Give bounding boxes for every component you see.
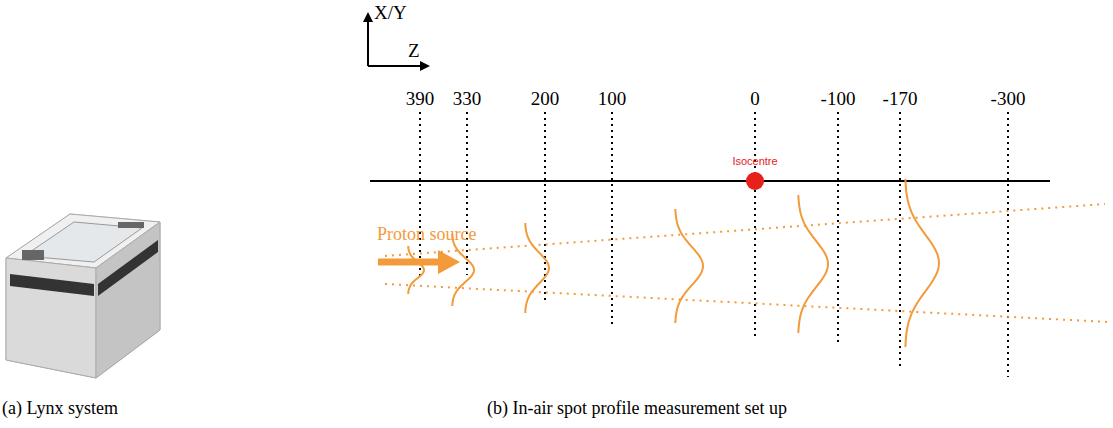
position-number: 100 [598,88,627,110]
beam-envelope [385,284,1108,322]
position-number: 390 [406,88,435,110]
position-number: 200 [531,88,560,110]
axis-label: Z [408,40,420,62]
position-number: -100 [821,88,856,110]
plane-line [899,112,901,370]
plane-line [544,112,546,300]
position-number: 330 [453,88,482,110]
plane-line [611,112,613,325]
spot-profile [525,223,549,313]
plane-line [1007,112,1009,377]
spot-profiles [408,179,939,347]
measurement-planes [420,112,1008,377]
position-number: -300 [991,88,1026,110]
source-label: Proton source [377,224,476,245]
proton-arrow [378,259,440,266]
spot-profile [905,179,939,347]
isocentre-dot [746,172,764,190]
caption: (b) In-air spot profile measurement set … [487,398,787,419]
position-number: 0 [750,88,760,110]
plane-line [754,112,756,340]
plane-line [466,112,468,275]
caption: (a) Lynx system [2,398,118,419]
axis-arrow [367,14,369,66]
spot-profile [408,246,424,294]
lynx-device [6,214,160,378]
isocentre-label: Isocentre [732,155,777,167]
plane-line [419,112,421,280]
spot-profile [675,209,703,323]
beam-envelope [385,204,1105,256]
plane-line [837,112,839,345]
spot-profile [452,234,474,306]
proton-arrow-head [438,250,460,274]
beam-axis [370,180,1050,182]
spot-profile [798,195,828,333]
axis-arrow [368,65,428,67]
axis-label: X/Y [374,2,407,24]
position-number: -170 [883,88,918,110]
